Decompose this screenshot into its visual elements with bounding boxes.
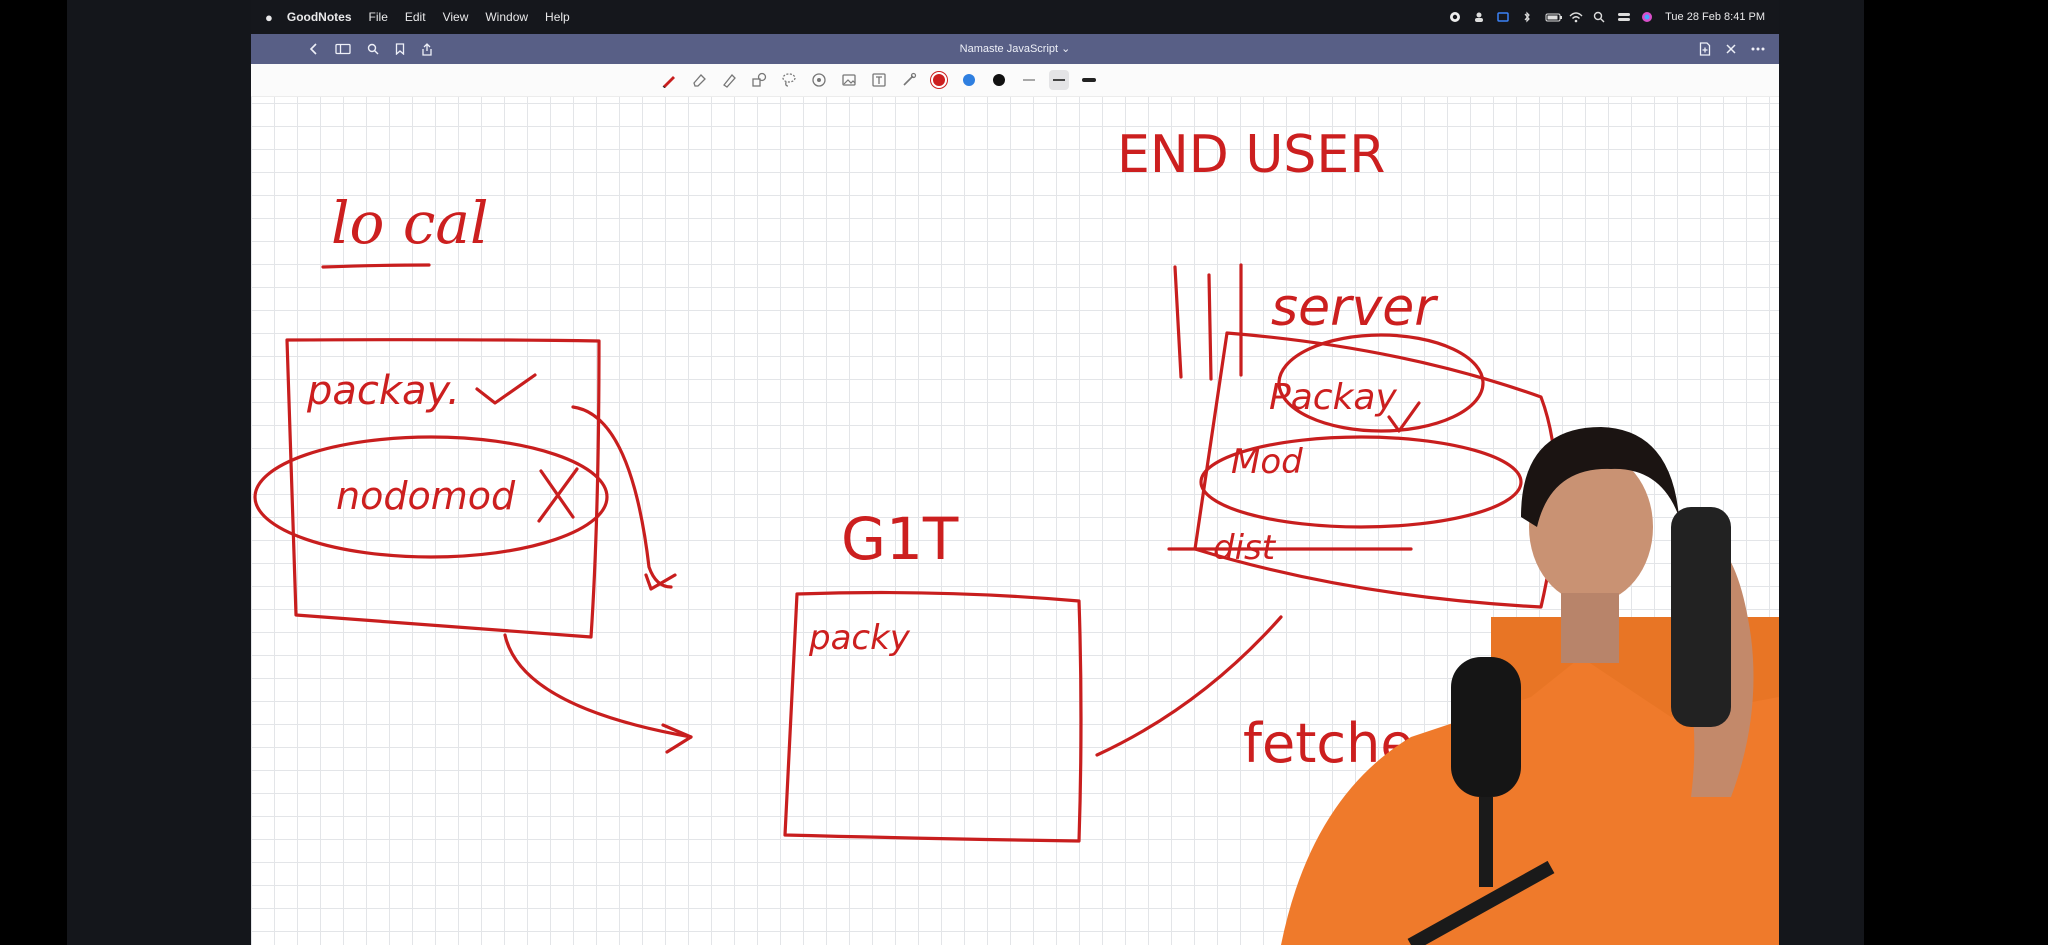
drawing-toolbar: [251, 64, 1779, 97]
connector-line-2: [1207, 273, 1213, 381]
apple-icon[interactable]: ●: [265, 9, 273, 25]
local-underline: [321, 263, 431, 269]
add-page-icon[interactable]: [1699, 42, 1711, 56]
server-heading: server: [1271, 278, 1439, 338]
image-tool-icon[interactable]: [839, 70, 859, 90]
server-package-check: [1387, 401, 1421, 433]
arrow-box-to-git: [503, 633, 693, 739]
connector-line-1: [1173, 265, 1183, 379]
local-package-box: packay. nodomod: [253, 338, 609, 639]
stroke-thick-option[interactable]: [1079, 70, 1099, 90]
shapes-tool-icon[interactable]: [749, 70, 769, 90]
server-box: Packay Mod dist: [1167, 331, 1558, 609]
menu-file[interactable]: File: [368, 10, 388, 24]
menubar: ● GoodNotes File Edit View Window Help T…: [251, 0, 1779, 34]
wifi-icon[interactable]: [1569, 11, 1583, 23]
server-node-modules-label: Mod: [1231, 442, 1303, 482]
local-node-modules-label: nodomod: [336, 474, 516, 518]
git-heading: G1T: [841, 505, 959, 573]
arrow-package-to-git: [571, 405, 673, 589]
stroke-thin-option[interactable]: [1019, 70, 1039, 90]
menu-app-name[interactable]: GoodNotes: [286, 10, 352, 24]
local-heading: lo cal: [321, 189, 489, 269]
microphone-icon: [1451, 657, 1521, 797]
elements-tool-icon[interactable]: [809, 70, 829, 90]
sidebar-toggle-icon[interactable]: [335, 43, 351, 55]
arrow-box-to-git-head: [661, 723, 693, 754]
presenter-face: [1529, 451, 1653, 603]
search-icon[interactable]: [367, 43, 379, 55]
pen-tool-icon[interactable]: [659, 70, 679, 90]
bookmark-icon[interactable]: [395, 43, 405, 55]
siri-icon[interactable]: [1641, 11, 1653, 23]
microphone-stand: [1407, 797, 1555, 945]
eraser-tool-icon[interactable]: [689, 70, 709, 90]
close-icon[interactable]: [1725, 43, 1737, 55]
ink-layer: lo cal packay. nodomod G: [253, 125, 1779, 945]
arrow-package-to-git-head: [644, 573, 677, 591]
color-blue-swatch[interactable]: [959, 70, 979, 90]
presenter-webcam-overlay: [1281, 427, 1779, 945]
node-modules-cross: [537, 467, 579, 523]
presenter-hair: [1521, 427, 1679, 527]
stroke-medium-option[interactable]: [1049, 70, 1069, 90]
control-center-icon[interactable]: [1617, 11, 1631, 23]
node-modules-ellipse: [253, 435, 609, 559]
presenter-neck: [1561, 593, 1619, 663]
laser-pointer-icon[interactable]: [899, 70, 919, 90]
local-package-check: [475, 373, 537, 405]
search-icon[interactable]: [1593, 11, 1605, 23]
lasso-tool-icon[interactable]: [779, 70, 799, 90]
end-user-connector: [1173, 263, 1243, 381]
share-icon[interactable]: [421, 42, 433, 56]
local-package-label: packay.: [306, 368, 460, 414]
document-titlebar: Namaste JavaScript ⌄: [251, 34, 1779, 64]
menu-window[interactable]: Window: [485, 10, 529, 24]
local-box-outline: [285, 338, 601, 639]
git-package-box: packy: [783, 590, 1083, 843]
end-user-heading: END USER: [1117, 125, 1385, 185]
menubar-clock[interactable]: Tue 28 Feb 8:41 PM: [1665, 11, 1765, 23]
goodnotes-window: ● GoodNotes File Edit View Window Help T…: [251, 0, 1779, 945]
note-canvas[interactable]: lo cal packay. nodomod G: [251, 97, 1779, 945]
presenter-body: [1281, 657, 1779, 945]
user-icon[interactable]: [1473, 11, 1485, 23]
server-node-modules-ellipse: [1199, 435, 1523, 529]
screen-icon[interactable]: [1497, 11, 1509, 23]
color-red-swatch[interactable]: [929, 70, 949, 90]
local-label: lo cal: [331, 189, 489, 257]
chair-back: [1671, 507, 1731, 727]
battery-icon[interactable]: [1545, 11, 1563, 23]
menu-help[interactable]: Help: [545, 10, 570, 24]
color-black-swatch[interactable]: [989, 70, 1009, 90]
status-area: Tue 28 Feb 8:41 PM: [1449, 0, 1765, 34]
git-package-label: packy: [808, 618, 911, 658]
menu-edit[interactable]: Edit: [404, 10, 426, 24]
git-box-outline: [783, 590, 1083, 843]
back-icon[interactable]: [309, 43, 319, 55]
highlighter-tool-icon[interactable]: [719, 70, 739, 90]
server-package-ellipse: [1277, 333, 1485, 433]
bluetooth-icon[interactable]: [1521, 11, 1533, 23]
screen: ● GoodNotes File Edit View Window Help T…: [67, 0, 1864, 945]
document-title[interactable]: Namaste JavaScript ⌄: [959, 43, 1071, 55]
arrow-git-to-server: [1095, 615, 1283, 757]
menu-view[interactable]: View: [442, 10, 469, 24]
record-icon[interactable]: [1449, 11, 1461, 23]
text-tool-icon[interactable]: [869, 70, 889, 90]
more-icon[interactable]: [1751, 47, 1765, 51]
server-package-label: Packay: [1269, 377, 1397, 418]
